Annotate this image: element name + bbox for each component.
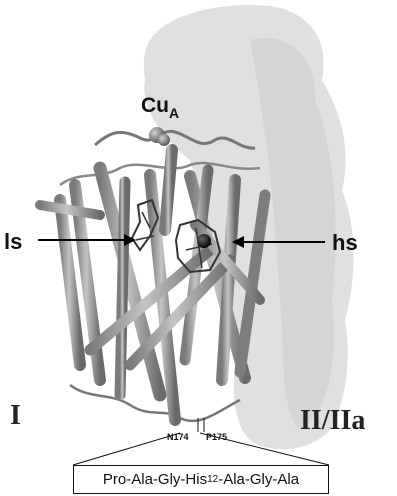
connector-left — [73, 433, 180, 465]
helix — [120, 182, 125, 395]
subunit-ii-label: II/IIa — [300, 405, 365, 436]
residue-p175-label: P175 — [206, 432, 227, 442]
subunit-i-label: I — [10, 400, 21, 431]
hs-label: hs — [332, 230, 358, 255]
iron-atom — [197, 234, 211, 248]
helix — [165, 150, 172, 230]
sequence-subscript: 12 — [207, 474, 218, 485]
sequence-prefix: Pro-Ala-Gly-His — [103, 471, 207, 488]
helix — [40, 205, 100, 215]
transmembrane-helices — [40, 150, 265, 420]
sequence-suffix: -Ala-Gly-Ala — [218, 471, 299, 488]
cua-copper-atom — [158, 134, 170, 146]
ls-label: ls — [4, 229, 22, 254]
residue-n174-label: N174 — [167, 432, 189, 442]
